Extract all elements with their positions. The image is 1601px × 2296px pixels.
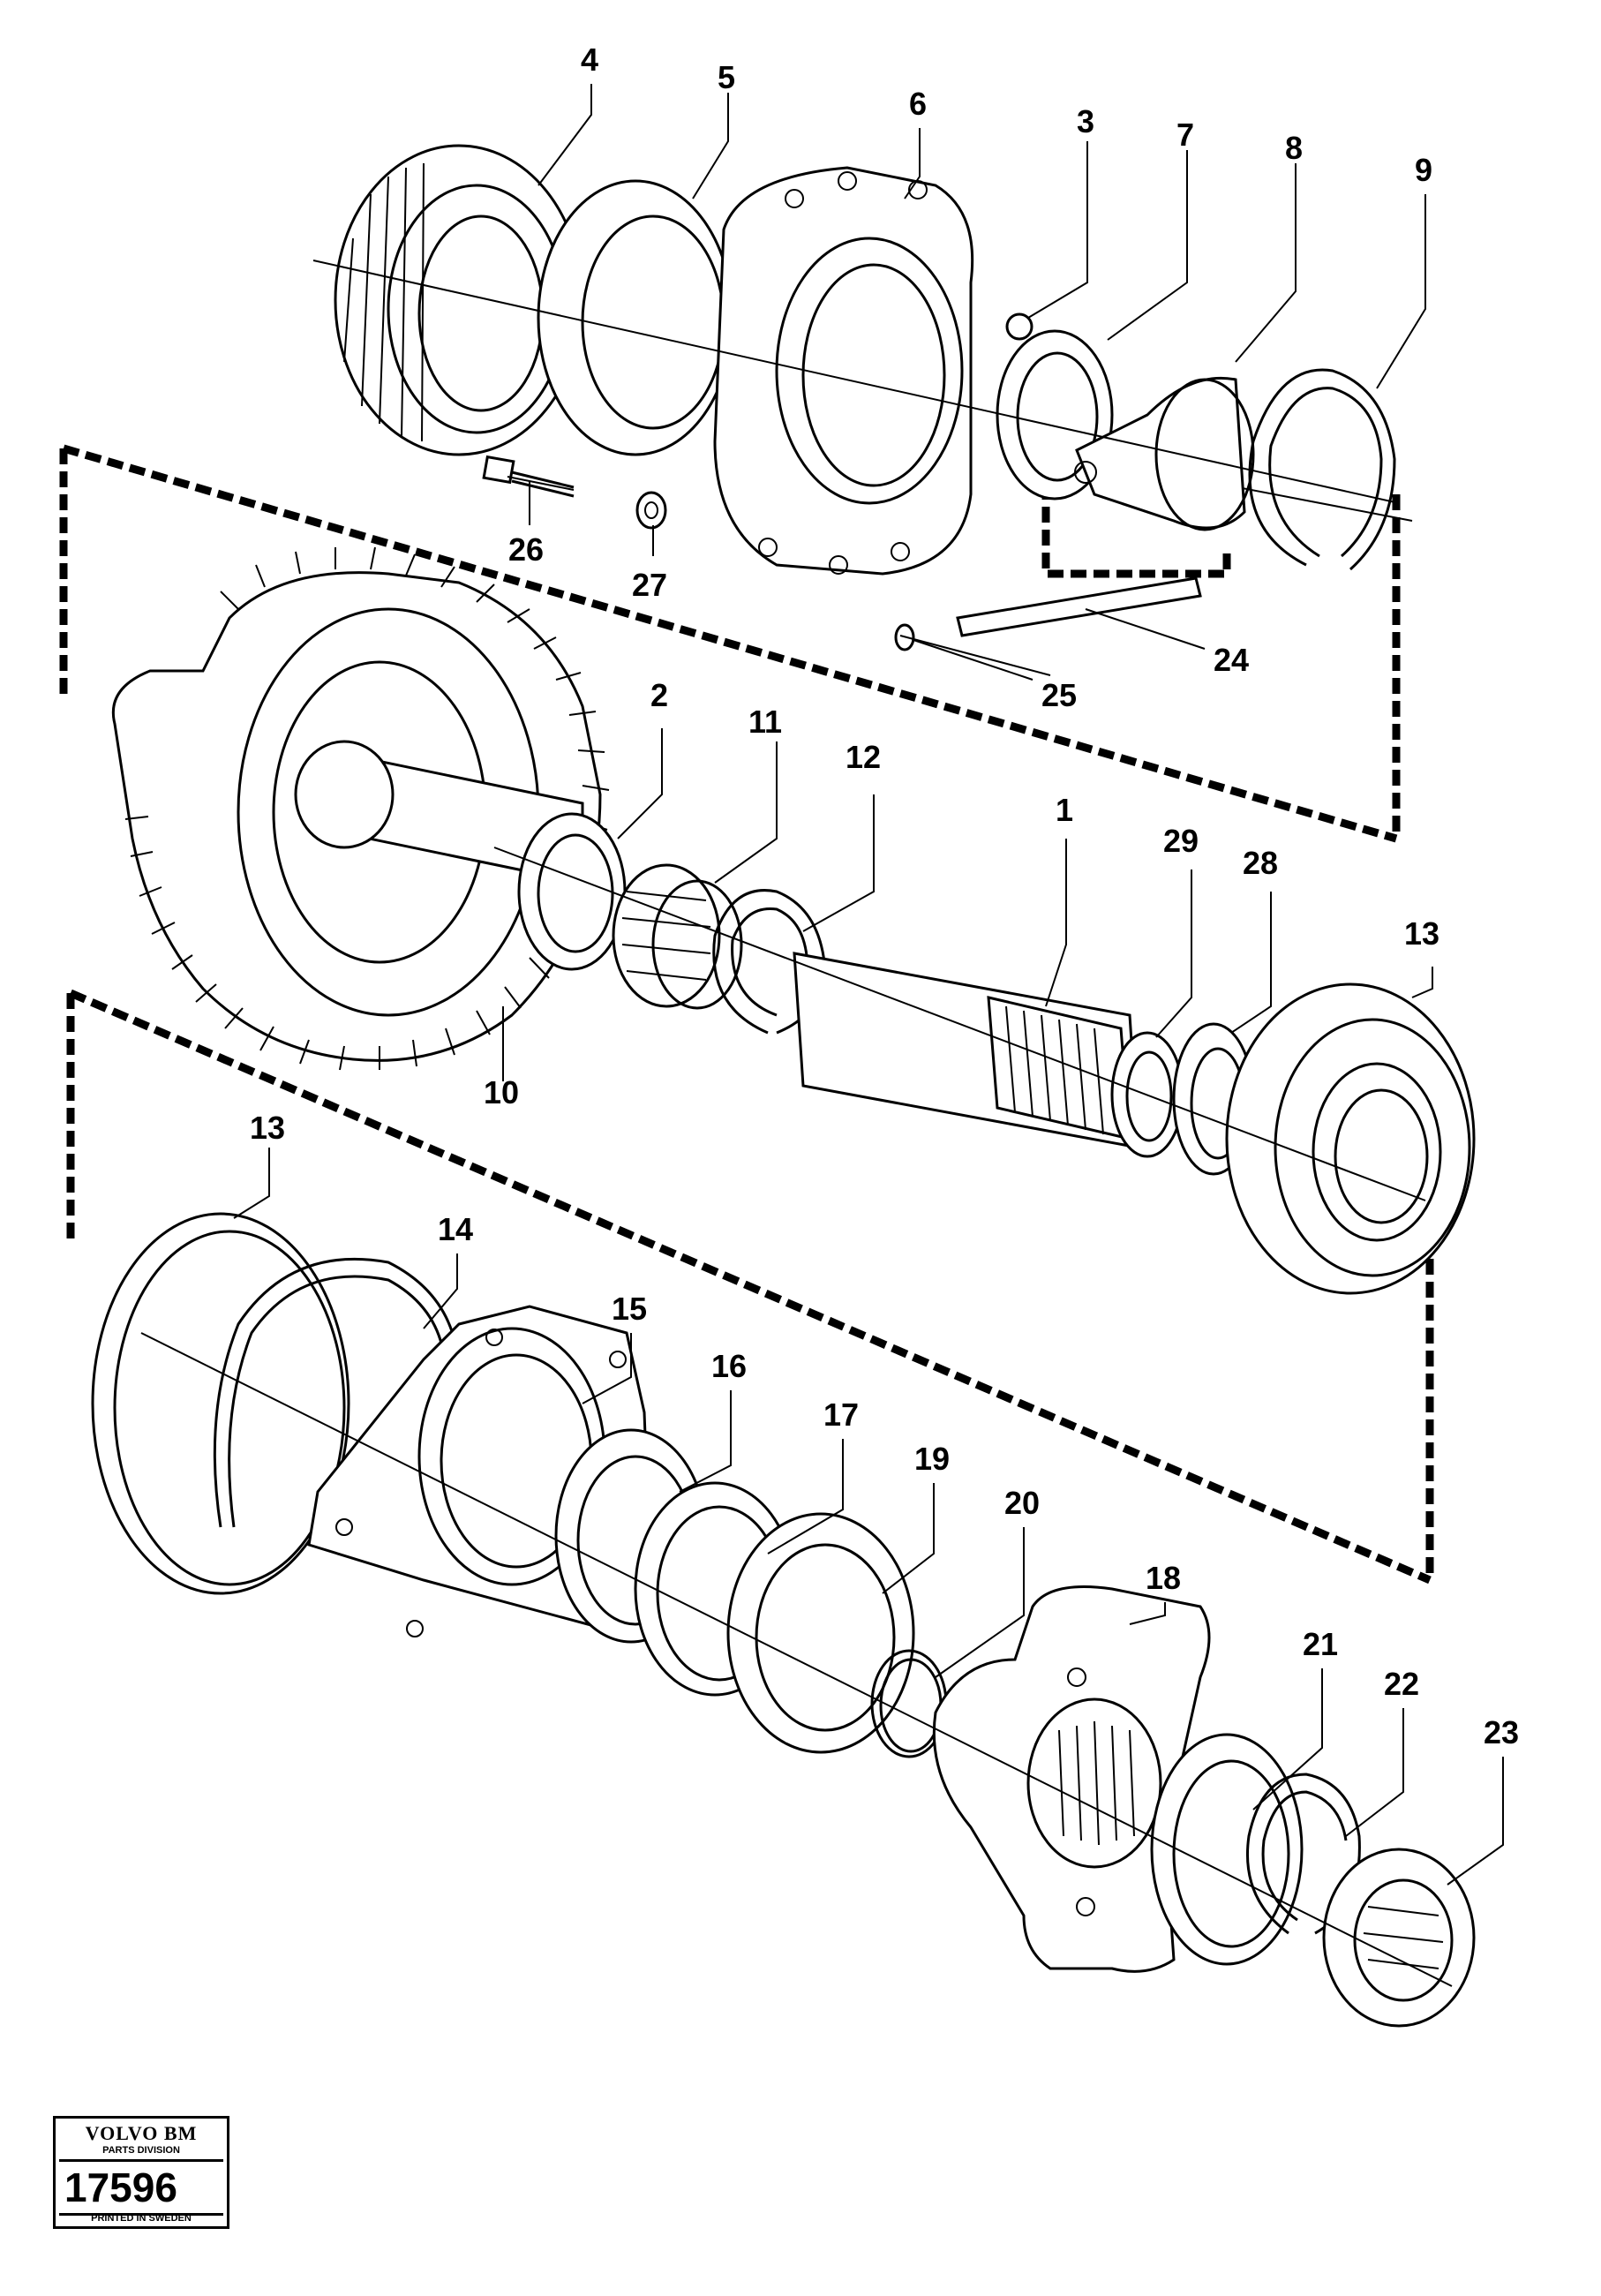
part-8-bearing-retainer	[1074, 376, 1255, 531]
part-21-washer	[1150, 1733, 1304, 1966]
label-17: 17	[823, 1396, 859, 1433]
part-13-seal-ring	[91, 1212, 350, 1595]
label-20: 20	[1004, 1485, 1040, 1521]
label-2: 2	[650, 677, 668, 713]
label-10: 10	[484, 1074, 519, 1110]
part-11-needle-bearing	[612, 863, 743, 1010]
stamp-division: PARTS DIVISION	[102, 2145, 180, 2156]
part-6-bearing-housing	[713, 166, 974, 576]
part-10-gear	[111, 546, 610, 1071]
part-1-pinion-shaft	[793, 952, 1140, 1149]
stamp-brand: VOLVO BM	[85, 2122, 198, 2144]
label-11: 11	[748, 704, 782, 740]
label-22: 22	[1384, 1666, 1419, 1702]
part-9-snap-ring	[1248, 368, 1396, 571]
label-16: 16	[711, 1348, 747, 1384]
part-27-washer	[635, 491, 667, 530]
part-24-pin	[956, 576, 1202, 637]
label-29: 29	[1163, 823, 1199, 859]
label-25: 25	[1041, 677, 1077, 713]
label-14: 14	[438, 1211, 473, 1247]
label-6: 6	[909, 86, 927, 122]
label-1: 1	[1056, 792, 1073, 828]
label-26: 26	[508, 531, 544, 568]
label-24: 24	[1214, 642, 1249, 678]
label-5: 5	[718, 59, 735, 95]
part-13-ball-bearing	[1225, 982, 1476, 1295]
label-3: 3	[1077, 103, 1094, 139]
label-12: 12	[846, 739, 881, 775]
stamp-printed: PRINTED IN SWEDEN	[91, 2213, 192, 2224]
label-15: 15	[612, 1291, 647, 1327]
label-21: 21	[1303, 1626, 1338, 1662]
label-23: 23	[1484, 1714, 1519, 1750]
part-3-plug	[1005, 312, 1034, 341]
label-27: 27	[632, 567, 667, 603]
part-23-nut	[1322, 1848, 1476, 2028]
label-13-bottom: 13	[250, 1110, 285, 1146]
part-26-bolt	[482, 455, 575, 498]
label-19: 19	[914, 1441, 950, 1477]
stamp-number: 17596	[59, 2159, 223, 2216]
label-7: 7	[1176, 117, 1194, 153]
label-13-top: 13	[1404, 915, 1439, 952]
axis-lines	[140, 260, 1453, 1987]
part-4-tapered-roller-bearing	[334, 144, 584, 456]
part-14-retaining-ring	[213, 1257, 461, 1528]
label-28: 28	[1243, 845, 1278, 881]
leader-lines	[233, 84, 1504, 1886]
label-4: 4	[581, 41, 598, 78]
catalog-stamp: VOLVO BM PARTS DIVISION 17596 PRINTED IN…	[53, 2116, 229, 2229]
label-9: 9	[1415, 152, 1432, 188]
label-18: 18	[1146, 1560, 1181, 1596]
label-8: 8	[1285, 130, 1303, 166]
part-19-dust-cover	[726, 1512, 915, 1754]
part-labels: 4 5 6 3 7 8 9 26 27 24 25 2 11 12 1 29 2…	[250, 41, 1519, 1750]
